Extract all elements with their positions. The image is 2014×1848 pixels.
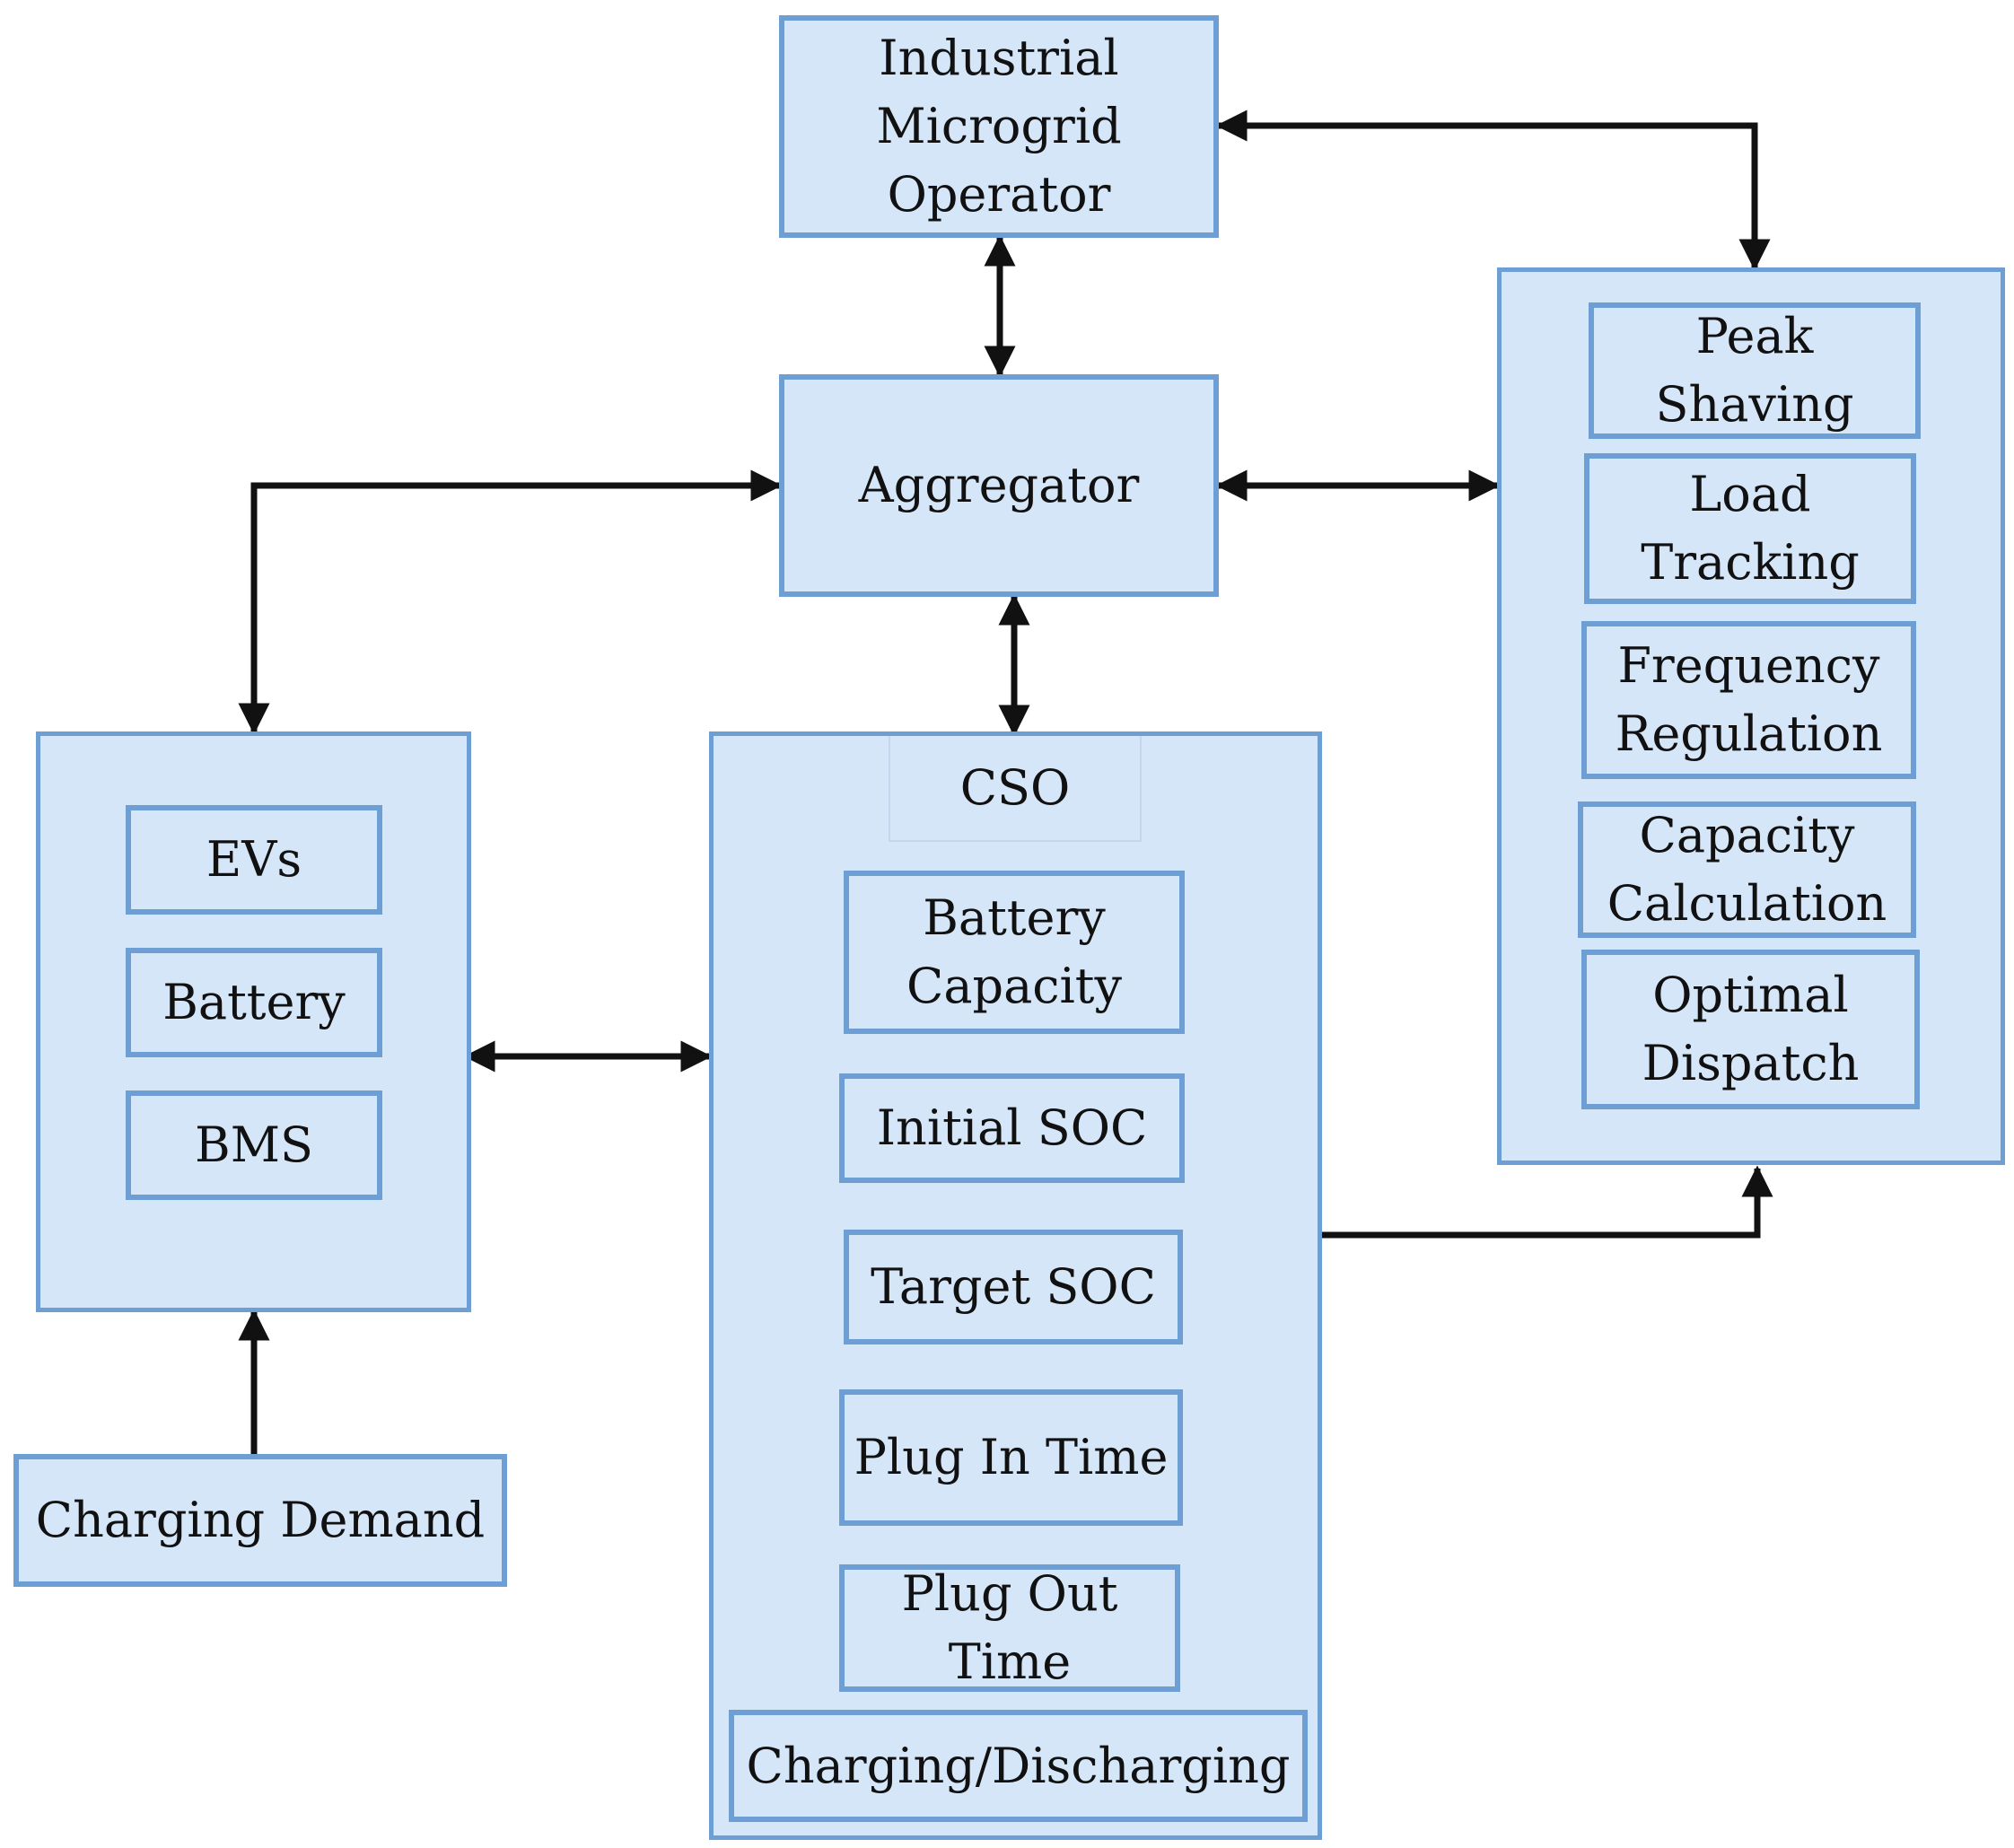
operator-label: Industrial Microgrid Operator <box>876 30 1122 223</box>
load-tracking-label: Load Tracking <box>1641 466 1860 591</box>
bms-label: BMS <box>195 1117 313 1173</box>
target-soc-label: Target SOC <box>871 1258 1156 1315</box>
battery-box: Battery <box>126 948 382 1057</box>
operator-box: Industrial Microgrid Operator <box>779 15 1219 238</box>
optimal-dispatch-label: Optimal Dispatch <box>1642 967 1860 1091</box>
plug-out-time-label: Plug Out Time <box>901 1565 1118 1690</box>
arrow-ev-aggregator <box>238 469 783 735</box>
frequency-regulation-label: Frequency Regulation <box>1615 637 1883 762</box>
cso-title-tab: CSO <box>889 736 1142 842</box>
charging-demand-box: Charging Demand <box>13 1454 507 1587</box>
charging-discharging-box: Charging/Discharging <box>729 1710 1308 1822</box>
cso-label: CSO <box>959 759 1071 816</box>
peak-shaving-box: Peak Shaving <box>1589 302 1921 439</box>
initial-soc-label: Initial SOC <box>876 1099 1148 1156</box>
optimal-dispatch-box: Optimal Dispatch <box>1581 950 1920 1109</box>
arrow-operator-services <box>1215 109 1771 271</box>
plug-out-time-box: Plug Out Time <box>839 1564 1180 1692</box>
arrow-cso-services <box>1318 1165 1773 1239</box>
aggregator-label: Aggregator <box>858 457 1140 513</box>
peak-shaving-label: Peak Shaving <box>1655 308 1854 433</box>
capacity-calculation-box: Capacity Calculation <box>1578 801 1916 938</box>
battery-capacity-box: Battery Capacity <box>844 871 1185 1034</box>
evs-label: EVs <box>206 831 302 888</box>
target-soc-box: Target SOC <box>844 1230 1183 1344</box>
plug-in-time-box: Plug In Time <box>839 1389 1183 1526</box>
frequency-regulation-box: Frequency Regulation <box>1581 621 1916 779</box>
evs-box: EVs <box>126 805 382 915</box>
battery-label: Battery <box>162 974 346 1030</box>
bms-box: BMS <box>126 1090 382 1200</box>
capacity-calculation-label: Capacity Calculation <box>1607 807 1887 932</box>
charging-discharging-label: Charging/Discharging <box>746 1737 1291 1794</box>
aggregator-box: Aggregator <box>779 374 1219 597</box>
initial-soc-box: Initial SOC <box>839 1073 1185 1183</box>
plug-in-time-label: Plug In Time <box>854 1429 1169 1485</box>
battery-capacity-label: Battery Capacity <box>906 889 1122 1014</box>
charging-demand-label: Charging Demand <box>35 1492 486 1548</box>
load-tracking-box: Load Tracking <box>1584 453 1916 604</box>
